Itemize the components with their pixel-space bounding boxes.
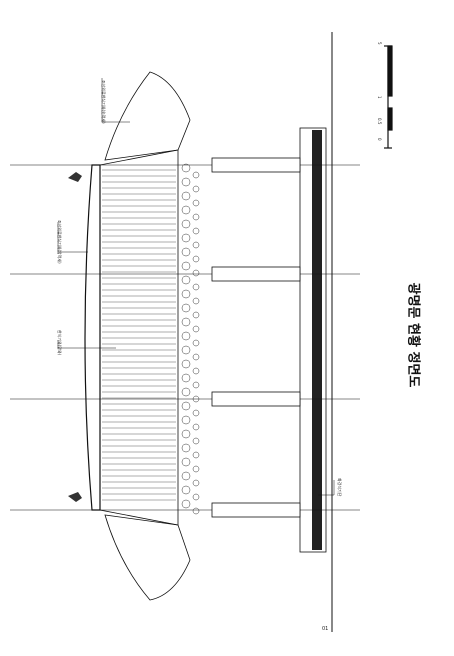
sheet-mark: 01	[322, 626, 329, 632]
scale-label-05: 0.5	[377, 118, 382, 125]
annotation-leaders	[57, 78, 335, 496]
bracket-sets	[181, 163, 200, 515]
annotation-2: 조선외류한식기와(암막새)	[57, 220, 62, 264]
drawing-title-box: 광명문 현황 정면도	[395, 260, 435, 410]
platform-edge	[312, 130, 322, 550]
ridge-ornament-top	[68, 172, 82, 182]
roof-surface	[99, 149, 179, 526]
annotation-4: 화강석기단	[337, 478, 342, 497]
scale-label-5: 5	[377, 42, 382, 45]
roof-tile-rows	[102, 169, 176, 501]
scale-bar	[384, 45, 393, 149]
scale-label-0: 0	[377, 138, 382, 141]
eave-flare-bottom	[104, 514, 191, 601]
annotation-1: 조선외류한식기와(숫막새)	[101, 80, 106, 124]
annotation-3: 한식기와(망와)	[57, 330, 62, 356]
ridge-ornament-bottom	[68, 492, 82, 502]
stone-platform	[299, 127, 327, 553]
column-axis-lines	[10, 164, 360, 511]
eave-flare-top	[104, 71, 191, 161]
drawing-title: 광명문 현황 정면도	[405, 282, 421, 388]
columns	[211, 157, 301, 518]
scale-label-1: 1	[377, 96, 382, 99]
roof-ridge	[84, 164, 101, 511]
